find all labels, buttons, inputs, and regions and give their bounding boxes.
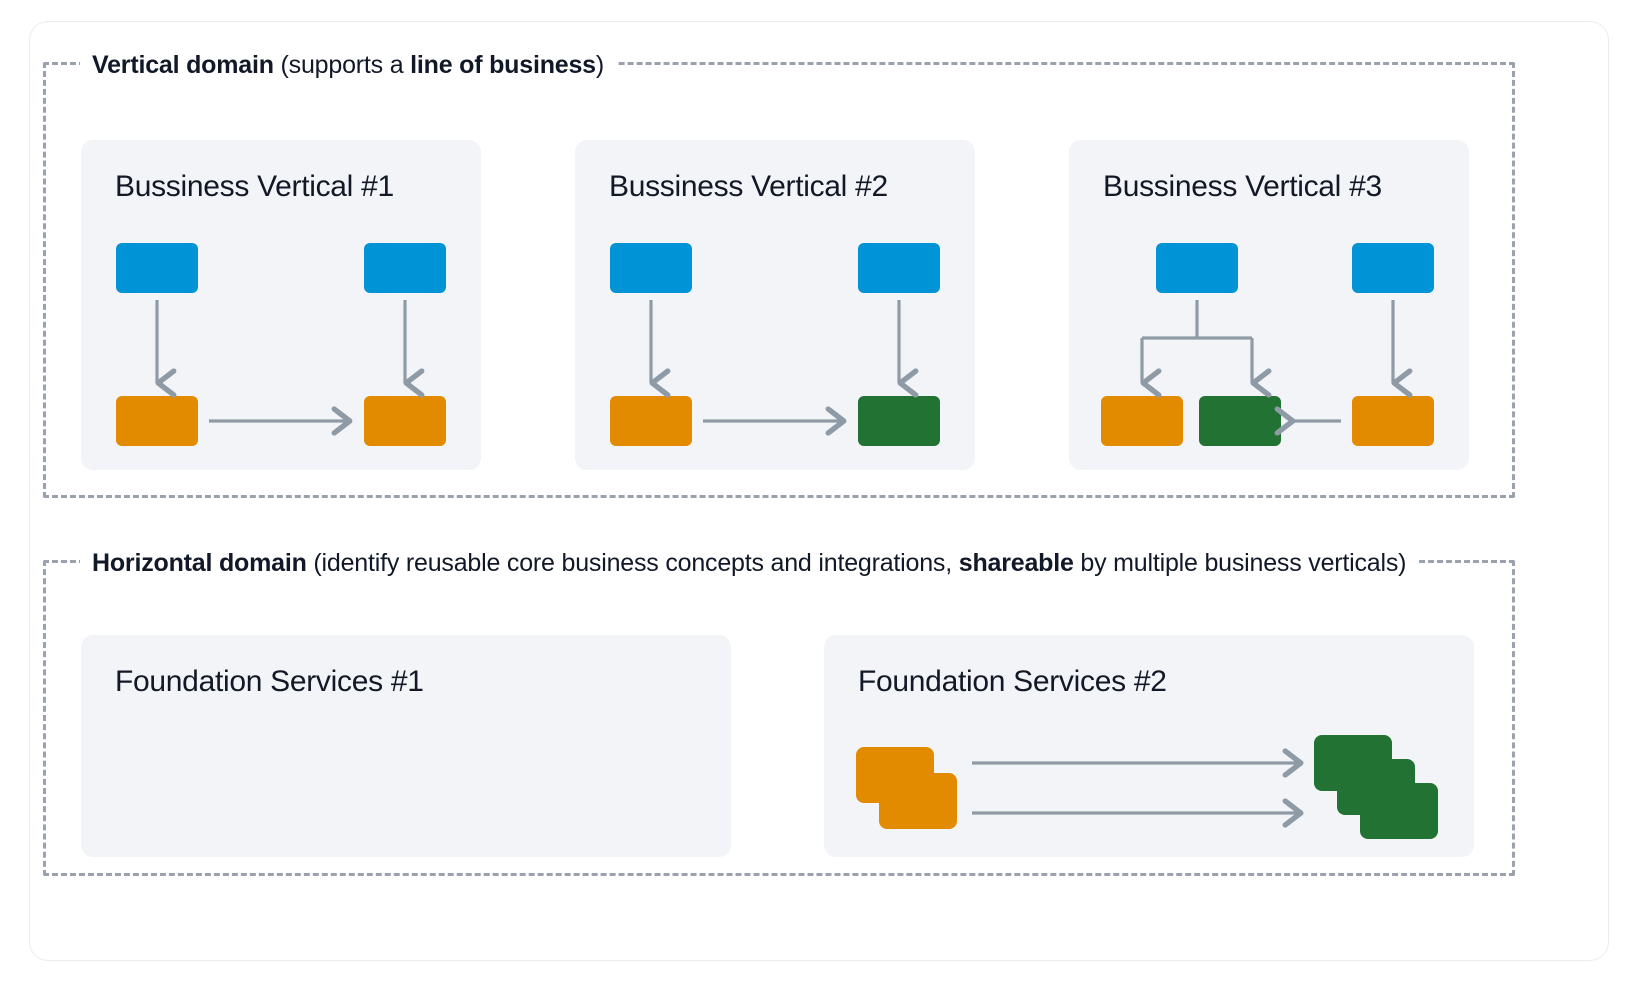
business-vertical-card-3[interactable]: Bussiness Vertical #3 <box>1069 140 1469 470</box>
foundation-services-card-1[interactable]: Foundation Services #1 <box>81 635 731 857</box>
orange-stack-card-front[interactable] <box>879 773 957 829</box>
business-vertical-card-2[interactable]: Bussiness Vertical #2 <box>575 140 975 470</box>
vertical-domain-title-rest: (supports a <box>273 51 411 79</box>
vertical-2-node-blue-left[interactable] <box>610 243 692 293</box>
vertical-domain-title: Vertical domain (supports a line of busi… <box>80 48 617 82</box>
business-vertical-card-1[interactable]: Bussiness Vertical #1 <box>81 140 481 470</box>
horizontal-domain-title-bold: Horizontal domain <box>92 549 307 577</box>
vertical-3-node-green-middle[interactable] <box>1199 396 1281 446</box>
vertical-2-node-orange-left[interactable] <box>610 396 692 446</box>
foundation-services-card-1-title: Foundation Services #1 <box>115 665 424 698</box>
horizontal-domain-title-tail: by multiple business verticals) <box>1073 549 1407 577</box>
diagram-canvas: Vertical domain (supports a line of busi… <box>30 22 1608 960</box>
horizontal-domain-title-bold2: shareable <box>958 549 1074 577</box>
vertical-1-node-blue-right[interactable] <box>364 243 446 293</box>
horizontal-domain-section: Horizontal domain (identify reusable cor… <box>43 546 1515 876</box>
foundation-services-card-2-title: Foundation Services #2 <box>858 665 1167 698</box>
green-stack-card-front[interactable] <box>1360 783 1438 839</box>
foundation-services-card-2[interactable]: Foundation Services #2 <box>824 635 1474 857</box>
vertical-domain-section: Vertical domain (supports a line of busi… <box>43 48 1515 498</box>
vertical-1-node-orange-right[interactable] <box>364 396 446 446</box>
business-vertical-card-2-title: Bussiness Vertical #2 <box>609 170 888 203</box>
vertical-domain-title-tail: ) <box>595 51 605 79</box>
vertical-2-node-green-right[interactable] <box>858 396 940 446</box>
business-vertical-card-1-title: Bussiness Vertical #1 <box>115 170 394 203</box>
vertical-2-node-blue-right[interactable] <box>858 243 940 293</box>
vertical-3-node-orange-right[interactable] <box>1352 396 1434 446</box>
vertical-domain-title-bold2: line of business <box>410 51 596 79</box>
vertical-domain-title-bold: Vertical domain <box>92 51 274 79</box>
vertical-3-node-blue-left[interactable] <box>1156 243 1238 293</box>
business-vertical-card-3-title: Bussiness Vertical #3 <box>1103 170 1382 203</box>
vertical-3-node-blue-right[interactable] <box>1352 243 1434 293</box>
vertical-1-node-blue-left[interactable] <box>116 243 198 293</box>
horizontal-domain-title-rest: (identify reusable core business concept… <box>306 549 959 577</box>
vertical-1-node-orange-left[interactable] <box>116 396 198 446</box>
vertical-3-node-orange-left[interactable] <box>1101 396 1183 446</box>
horizontal-domain-title: Horizontal domain (identify reusable cor… <box>80 546 1419 580</box>
